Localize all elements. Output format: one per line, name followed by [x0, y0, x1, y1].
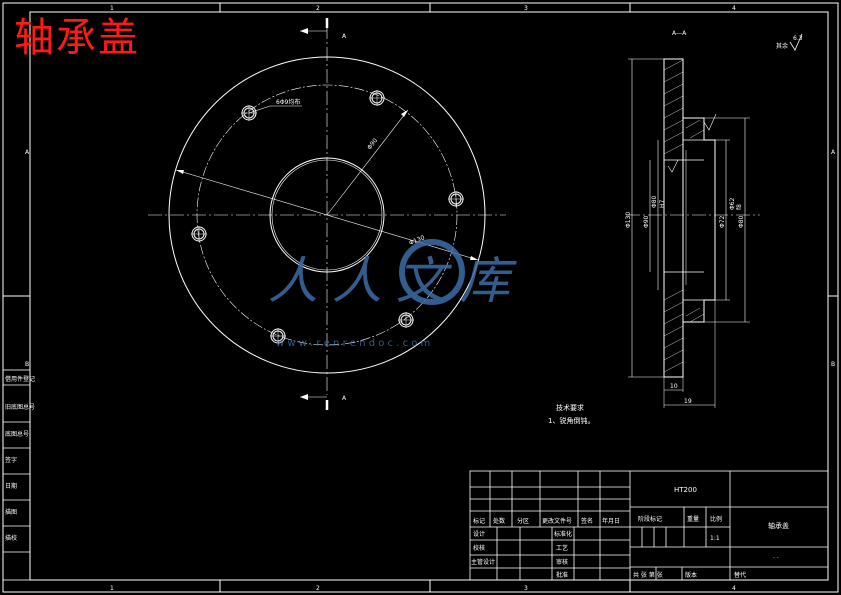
tb-col2-approve: 批准: [556, 571, 568, 579]
page-title: 轴承盖: [14, 15, 140, 61]
watermark: 人人文库 w w w . r e n r e n d o c . c o m: [268, 239, 524, 349]
title-block-text: HT200 轴承盖 标记 处数 分区 更改文件号 签名 年月日 阶段标记 重量 …: [471, 486, 789, 579]
hole-note: 6Φ9均布: [276, 98, 300, 106]
dim-left-outer: Φ130: [625, 212, 632, 228]
section-title: A—A: [672, 30, 687, 37]
left-label-5: 日期: [5, 482, 17, 490]
tb-col2-process: 工艺: [556, 544, 568, 552]
tb-header-doc: 更改文件号: [542, 517, 572, 525]
left-label-2: 旧底图总号: [5, 403, 35, 411]
tb-header-sign: 签名: [581, 517, 593, 525]
grid-labels: 1 2 3 4 1 2 3 4 A B A B: [25, 5, 836, 592]
front-view: [148, 18, 506, 410]
left-label-1: 借用件登记: [5, 375, 35, 383]
tb-row-design: 设计: [473, 530, 485, 538]
title-block-lines: [469, 470, 829, 581]
grid-right-a: A: [831, 149, 836, 156]
roughness-value: 6.3: [793, 35, 803, 42]
grid-top-1: 1: [110, 5, 114, 12]
dim-bottom-1: 10: [670, 383, 678, 390]
left-column: [2, 369, 31, 581]
watermark-url: w w w . r e n r e n d o c . c o m: [276, 338, 430, 349]
left-column-labels: 借用件登记 旧底图总号 底图总号 签字 日期 描图 描校: [5, 375, 35, 542]
dim-right-2: Φ80: [738, 215, 745, 228]
dim-diagonal: Φ90: [366, 137, 379, 151]
grid-bottom-3: 3: [524, 585, 528, 592]
tb-material: HT200: [674, 486, 697, 494]
tb-scale: 1:1: [710, 535, 720, 542]
section-view: [626, 33, 803, 408]
watermark-logo-icon: [399, 239, 465, 305]
tb-dots: · ·: [773, 555, 779, 562]
grid-bottom-2: 2: [316, 585, 320, 592]
left-label-4: 签字: [5, 456, 17, 464]
tb-part-name: 轴承盖: [768, 521, 789, 530]
grid-top-2: 2: [316, 5, 320, 12]
tb-col2-std: 标准化: [554, 530, 572, 538]
tb-stage: 阶段标记: [638, 515, 662, 523]
roughness-label: 其余: [776, 42, 788, 50]
tb-sheets: 共 张 第 张: [633, 571, 663, 579]
grid-bottom-1: 1: [110, 585, 114, 592]
grid-bottom-4: 4: [732, 585, 736, 592]
tb-header-zone: 分区: [517, 517, 529, 525]
notes-title: 技术要求: [556, 403, 584, 412]
tb-header-date: 年月日: [602, 517, 620, 525]
section-view-labels: A—A 其余 6.3 Φ130 Φ90 Φ80 H7 Φ72 Φ80 Φ62 f…: [625, 30, 803, 405]
tb-row-check: 校核: [473, 544, 485, 552]
dim-left-fit-1: Φ80: [651, 195, 658, 208]
notes-item-1: 1、锐角倒钝。: [548, 416, 594, 425]
dim-left-fit-2: H7: [659, 199, 666, 208]
tb-row-chief: 主管设计: [471, 558, 495, 566]
watermark-text: 人人文库: [268, 252, 524, 310]
tb-replace: 替代: [734, 571, 746, 579]
tb-header-count: 处数: [493, 517, 505, 525]
section-marker-top: A: [342, 33, 347, 40]
tb-header-mark: 标记: [473, 517, 485, 525]
grid-right-b: B: [831, 361, 835, 368]
dim-left-bore: Φ90: [643, 215, 650, 228]
dim-right-fit-1: Φ62: [729, 197, 736, 210]
grid-left-b: B: [25, 361, 29, 368]
grid-top-3: 3: [524, 5, 528, 12]
tb-col2-review: 审核: [556, 558, 568, 566]
left-label-6: 描图: [5, 508, 17, 516]
tb-version: 版本: [685, 571, 697, 579]
grid-left-a: A: [25, 149, 30, 156]
tb-scale-label: 比例: [710, 515, 722, 523]
dim-right-1: Φ72: [719, 215, 726, 228]
dim-bottom-2: 19: [684, 398, 692, 405]
left-label-7: 描校: [5, 534, 17, 542]
left-label-3: 底图总号: [5, 430, 29, 438]
tech-notes: 技术要求 1、锐角倒钝。: [548, 403, 594, 425]
tb-weight: 重量: [687, 515, 699, 523]
dim-right-fit-2: f8: [736, 204, 743, 210]
section-marker-bottom: A: [342, 395, 347, 402]
grid-top-4: 4: [732, 5, 736, 12]
